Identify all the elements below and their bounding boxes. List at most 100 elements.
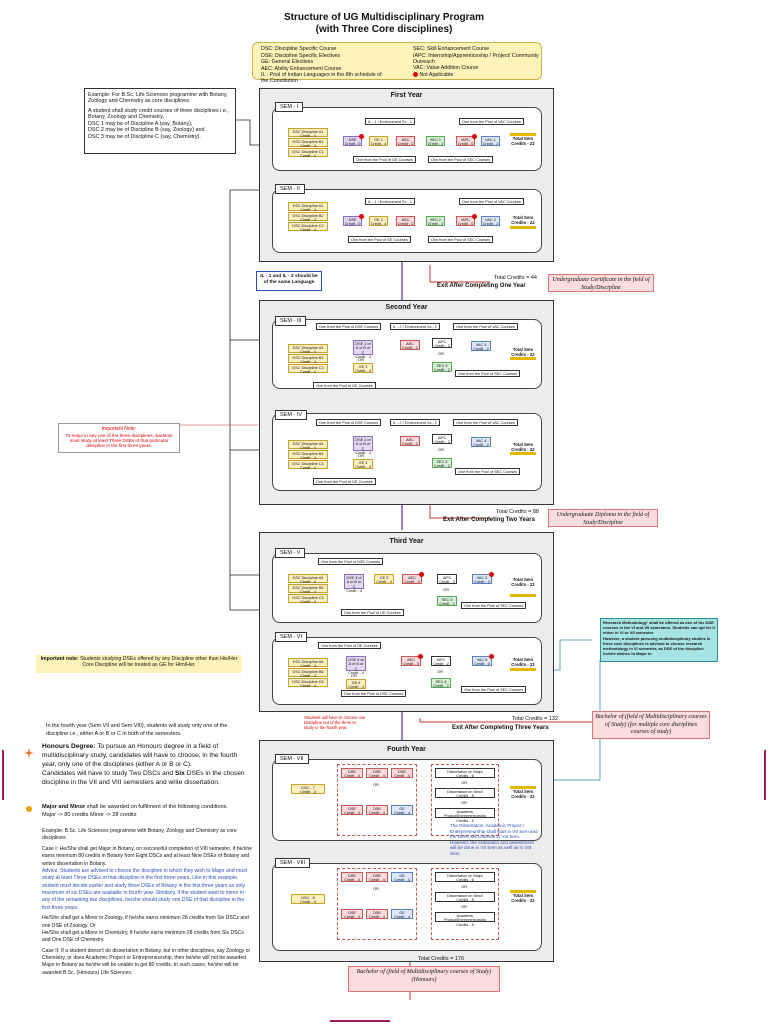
- dissertation-major: Dissertation on Major Credits - 6: [435, 872, 495, 882]
- or-label: OR: [438, 447, 444, 452]
- legend-box: DSC: Discipline Specific Course DSE: Dis…: [252, 42, 542, 84]
- or-label: OR: [373, 886, 379, 891]
- sec-pool-note: One from the Pool of SEC Courses: [461, 686, 527, 693]
- left-margin-bar: [2, 750, 4, 800]
- dse-sem8: DSE Credit - 4: [341, 909, 363, 919]
- sem-8-total: Total Sem Credits - 22: [511, 893, 535, 903]
- total-bar: [510, 668, 536, 671]
- dsc-c6: DSC Discipline C6 Credit - 4: [288, 678, 328, 688]
- sec-pool-note: One from the Pool of SEC Courses: [455, 468, 521, 475]
- not-applicable-dot-icon: [418, 654, 423, 659]
- ge-pool-note: One from the Pool of GE Courses: [348, 236, 411, 243]
- or-label: OR: [438, 351, 444, 356]
- aec-sem1: AEC Credit - 2: [396, 136, 415, 147]
- ge-2: GE 2 Credit - 4: [369, 216, 388, 227]
- fourth-year-box: Fourth Year SEM - VII DSC - 7 Credit - 4…: [259, 740, 554, 962]
- dse-2: DSE 2 of A or B or C Credit - 4: [353, 436, 373, 455]
- iapc-sem2: IAPC Credit - 0: [456, 216, 475, 227]
- fourth-year-title: Fourth Year: [387, 746, 426, 753]
- dissertation-continuation-note: The Dissertation, Academic Project / Ent…: [450, 823, 538, 856]
- dsc-c1: DSC Discipline C1 Credit - 4: [288, 148, 328, 158]
- vac-6: VAC 6 Credit - 0: [472, 656, 492, 666]
- dse-sem7: DSE Credit - 4: [366, 768, 388, 778]
- award-certificate: Undergraduate Certificate in the field o…: [548, 274, 654, 292]
- honours-star-icon: [24, 745, 34, 758]
- dissertation-group-sem7: [431, 764, 499, 836]
- total-credits-44: Total Credits = 44: [494, 275, 537, 281]
- dsc-b5: DSC Discipline B5 Credit - 4: [288, 584, 328, 594]
- vac-5: VAC 5 Credit - 0: [472, 574, 492, 584]
- il-env-note: IL - 1 / Environment Sc - 1: [365, 118, 415, 125]
- choose-discipline-note: Students will have to choose one Discipl…: [304, 715, 366, 730]
- ge-sem7: GE Credit - 4: [391, 805, 413, 815]
- not-applicable-dot-icon: [359, 134, 364, 139]
- or-label: OR: [461, 800, 467, 805]
- total-credits-176: Total Credits = 176: [418, 956, 465, 962]
- dissertation-minor: Dissertation on Minor Credits - 6: [435, 788, 495, 798]
- dse-sem2: DSE Credit - 0: [343, 216, 362, 227]
- sem-5-total: Total Sem Credits - 22: [511, 577, 535, 587]
- ge-pool-note: One from the Pool of GE Courses: [313, 382, 376, 389]
- vac-3: VAC 3 Credit - 2: [471, 341, 491, 351]
- academic-project: Academic Project/Entrepreneurship Credit…: [435, 912, 495, 927]
- not-applicable-dot-icon: [359, 214, 364, 219]
- dse-1: DSE 1 of A or B or C Credit - 4: [353, 340, 373, 359]
- sem-2-label: SEM - II: [275, 184, 305, 194]
- dse-sem7: DSE Credit - 4: [341, 768, 363, 778]
- exit-one-year: Exit After Completing One Year: [437, 283, 526, 289]
- vac-pool-note: One from the Pool of VAC Courses: [459, 198, 524, 205]
- dse-sem7: DSE Credit - 4: [391, 768, 413, 778]
- not-applicable-dot-icon: [472, 214, 477, 219]
- aec-sem6: AEC Credit - 0: [401, 656, 421, 666]
- fourth-year-paragraph: In the fourth year (Sem VII and Sem VIII…: [46, 723, 228, 737]
- total-bar: [510, 890, 536, 893]
- il-same-language-note: IL - 1 and IL - 2 should be of the same …: [256, 271, 322, 291]
- sem-6-box: SEM - VI One from the Pool of GE Courses…: [272, 632, 542, 705]
- dsc-8: DSC - 8 Credit - 4: [291, 894, 325, 904]
- dsc-c5: DSC Discipline C5 Credit - 4: [288, 594, 328, 604]
- legend-right: SEC: Skill Enhancement Course IAPC: Inte…: [413, 46, 539, 78]
- sem-1-box: SEM - I DSC Discipline A1 Credit - 4 DSC…: [272, 102, 542, 171]
- sem-7-box: SEM - VII DSC - 7 Credit - 4 DSE Credit …: [272, 754, 542, 841]
- dse-3: DSE 3 of A or B or C Credit - 4: [344, 574, 364, 593]
- sec-pool-note: One from the Pool of SEC Courses: [428, 236, 494, 243]
- sem-5-label: SEM - V: [275, 548, 306, 558]
- sec-6: SEC 6 Credit - 2: [431, 678, 451, 688]
- dse-sem8: DSE Credit - 4: [366, 872, 388, 882]
- ge-3: GE 3 Credit - 4: [353, 363, 373, 373]
- sem-7-total: Total Sem Credits - 22: [511, 789, 535, 799]
- dse-group-sem8: [337, 868, 417, 940]
- total-credits-88: Total Credits = 88: [496, 509, 539, 515]
- total-bar: [510, 357, 536, 360]
- second-year-box: Second Year SEM - III One from the Pool …: [259, 300, 554, 505]
- sem-6-total: Total Sem Credits - 22: [511, 657, 535, 667]
- aec-sem5: AEC Credit - 0: [402, 574, 422, 584]
- not-applicable-dot-icon: [472, 134, 477, 139]
- sem-5-box: SEM - V One from the Pool of DSE Courses…: [272, 548, 542, 623]
- major-minor-bullet-icon: [26, 806, 32, 812]
- il-env-note: IL - 1 / Environment Sc - 1: [365, 198, 415, 205]
- or-label: OR: [443, 587, 449, 592]
- dsc-a6: DSC Discipline A6 Credit - 4: [288, 658, 328, 668]
- sem-3-box: SEM - III One from the Pool of DSE Cours…: [272, 316, 542, 389]
- bottom-margin-bar: [330, 1020, 390, 1022]
- or-label: OR: [461, 780, 467, 785]
- sem-7-label: SEM - VII: [275, 754, 309, 764]
- vac-1: VAC 1 Credit - 2: [481, 136, 500, 147]
- vac-pool-note: One from the Pool of VAC Courses: [453, 419, 518, 426]
- dse-sem8: DSE Credit - 4: [341, 872, 363, 882]
- dse-pool-note: One from the Pool of DSE Courses: [316, 419, 382, 426]
- total-bar: [510, 226, 536, 229]
- total-credits-132: Total Credits = 132: [512, 716, 559, 722]
- not-applicable-dot-icon: [419, 572, 424, 577]
- sem-1-total: Total Sem Credits - 22: [511, 136, 535, 146]
- sec-pool-note: One from the Pool of SEC Courses: [428, 156, 494, 163]
- dsc-a5: DSC Discipline A5 Credit - 4: [288, 574, 328, 584]
- total-bar: [510, 786, 536, 789]
- legend-left: DSC: Discipline Specific Course DSE: Dis…: [261, 46, 382, 85]
- vac-pool-note: One from the Pool of VAC Courses: [459, 118, 524, 125]
- not-applicable-dot-icon: [413, 71, 418, 77]
- dsc-b4: DSC Discipline B4 Credit - 4: [288, 450, 328, 460]
- iapc-sem5: IAPC Credit - 2: [437, 574, 457, 584]
- not-applicable-dot-icon: [489, 572, 494, 577]
